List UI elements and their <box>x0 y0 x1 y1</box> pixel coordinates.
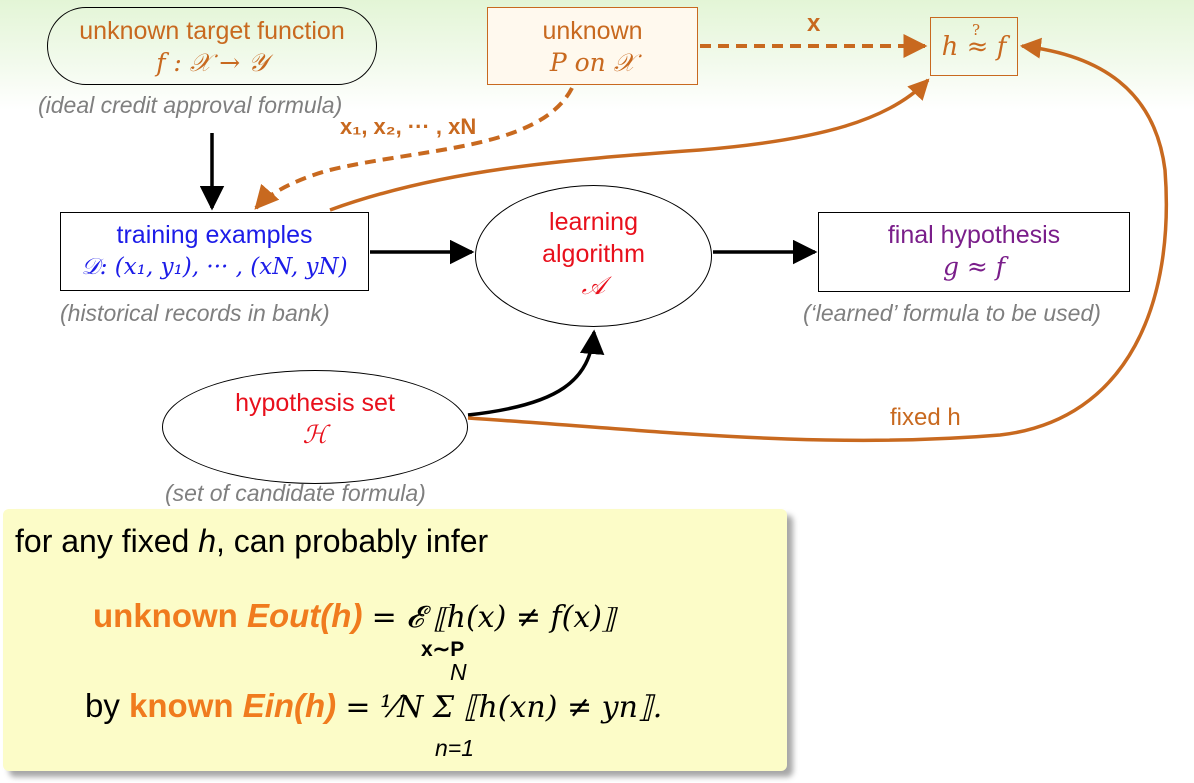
final-hypothesis-note: (‘learned’ formula to be used) <box>803 300 1101 326</box>
learning-algorithm-line1: learning <box>549 208 638 236</box>
arrow-hypothesis-to-algorithm <box>467 329 605 417</box>
question-mark: ? <box>972 21 981 39</box>
edge-label-samples: x₁, x₂, ··· , xN <box>340 114 477 139</box>
hypothesis-set-symbol: ℋ <box>302 420 328 449</box>
sum-top: N <box>450 659 467 685</box>
target-function-title: unknown target function <box>79 17 345 45</box>
intro-text-h: h <box>198 523 216 559</box>
target-function-formula: f : 𝒳 → 𝒴 <box>156 48 268 77</box>
target-function-node: unknown target function f : 𝒳 → 𝒴 <box>47 7 377 85</box>
known-word: known <box>129 687 234 724</box>
intro-text-b: , can probably infer <box>216 523 489 559</box>
h-approx-f-node: h ≈ f ? <box>930 17 1018 76</box>
inference-intro: for any fixed h, can probably infer <box>15 523 488 560</box>
learning-algorithm-node: learning algorithm 𝒜 <box>475 185 712 327</box>
ein-formula: by known Ein(h) = ¹⁄N Σ ⟦h(xn) ≠ yn⟧. <box>85 687 662 725</box>
eout-term: Eout(h) <box>246 597 363 634</box>
eout-formula: unknown Eout(h) = 𝓔 ⟦h(x) ≠ f(x)⟧ <box>93 597 616 635</box>
unknown-word: unknown <box>93 597 238 634</box>
learning-algorithm-line2: algorithm <box>542 240 645 268</box>
ein-term: Ein(h) <box>242 687 337 724</box>
h-approx-f-label: h ≈ f <box>941 32 1007 62</box>
edge-label-x: x <box>807 10 821 37</box>
training-examples-title: training examples <box>116 221 313 249</box>
distribution-formula: P on 𝒳 <box>549 48 636 77</box>
training-examples-formula: 𝒟: (x₁, y₁), ··· , (xN, yN) <box>81 254 348 280</box>
eout-rhs: = 𝓔 ⟦h(x) ≠ f(x)⟧ <box>371 600 616 635</box>
arrow-fixed-h-to-check <box>467 37 1169 443</box>
distribution-node: unknown P on 𝒳 <box>487 7 698 85</box>
final-hypothesis-node: final hypothesis g ≈ f <box>818 212 1130 292</box>
sum-bottom: n=1 <box>435 735 475 761</box>
ein-rhs: = ¹⁄N Σ ⟦h(xn) ≠ yn⟧. <box>345 690 663 725</box>
arrow-training-to-check <box>329 78 930 212</box>
final-hypothesis-title: final hypothesis <box>887 221 1061 249</box>
inference-box: for any fixed h, can probably infer unkn… <box>3 509 787 771</box>
hypothesis-set-title: hypothesis set <box>235 389 395 417</box>
by-word: by <box>85 687 120 724</box>
training-examples-node: training examples 𝒟: (x₁, y₁), ··· , (xN… <box>60 212 369 291</box>
training-examples-note: (historical records in bank) <box>60 300 330 326</box>
target-function-note: (ideal credit approval formula) <box>38 92 343 118</box>
learning-algorithm-symbol: 𝒜 <box>581 271 606 300</box>
distribution-title: unknown <box>542 17 643 45</box>
arrow-dist-to-training <box>254 87 574 210</box>
eout-subscript: x∼P <box>421 638 465 661</box>
hypothesis-set-note: (set of candidate formula) <box>165 480 426 506</box>
hypothesis-set-node: hypothesis set ℋ <box>162 370 468 484</box>
intro-text-a: for any fixed <box>15 523 199 559</box>
final-hypothesis-formula: g ≈ f <box>942 252 1006 281</box>
edge-label-fixed-h: fixed h <box>890 404 961 431</box>
